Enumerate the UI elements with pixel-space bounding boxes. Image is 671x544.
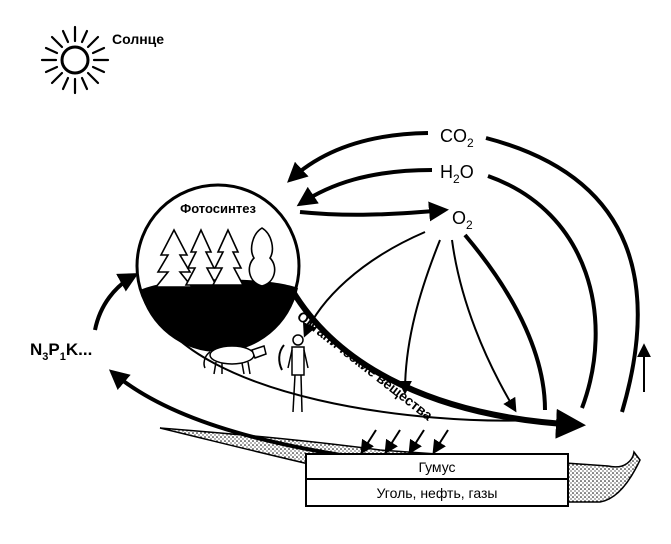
fossil-fuels-box [305,478,569,507]
h2o-flow-arrow [296,168,598,409]
nutrients-label: N3P1K... [30,340,92,363]
co2-flow-arrow [287,131,640,413]
h2o-label: H2O [440,162,474,186]
sun-icon [40,25,110,95]
flow-marker [278,344,285,371]
cow-icon [203,345,267,375]
photosynthesis-label: Фотосинтез [180,201,256,216]
tree-icon [154,228,194,290]
tree-icon [211,228,245,288]
humus-label: Гумус [418,459,455,475]
tree-icon [184,228,218,288]
person-icon [287,334,309,413]
humus-box [305,453,569,480]
nutrients-uptake-arrow [93,273,139,331]
deposition-arrows [360,429,449,455]
tree-icon [248,227,276,290]
o2-label: O2 [452,208,473,232]
organic-flow-boundary [149,304,536,422]
fossil-fuels-label: Уголь, нефть, газы [377,485,498,501]
organic-matter-arrow [289,288,586,439]
o2-release-arrow [299,201,449,222]
organic-substances-label: Органические вещества [294,308,436,424]
co2-label: CO2 [440,126,474,150]
o2-consumption-arrows [302,231,547,413]
sun-label: Солнце [112,31,164,47]
